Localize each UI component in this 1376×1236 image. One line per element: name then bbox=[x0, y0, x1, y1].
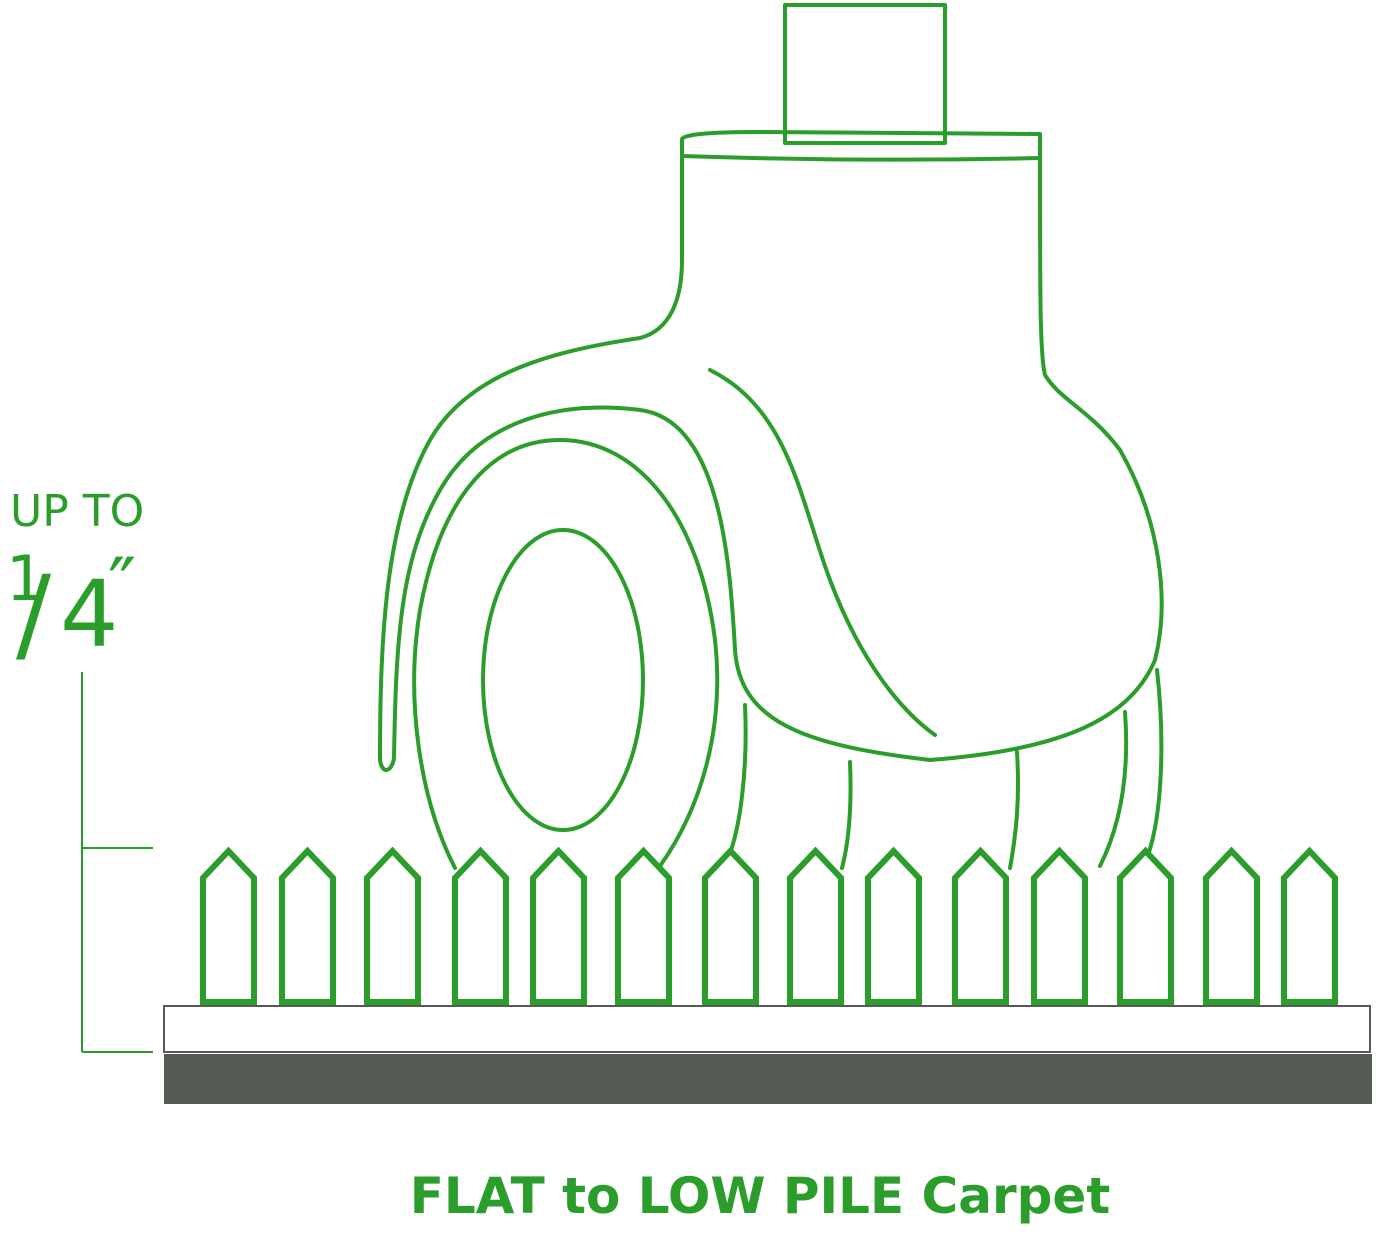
carpet-fiber bbox=[787, 846, 844, 1005]
carpet-pile bbox=[200, 846, 1338, 1005]
carpet-fiber bbox=[200, 846, 257, 1005]
carpet-fiber bbox=[279, 846, 336, 1005]
carpet-fiber bbox=[702, 846, 759, 1005]
carpet-fiber bbox=[615, 846, 672, 1005]
caster-leg-line bbox=[1098, 710, 1129, 868]
carpet-backing bbox=[164, 1054, 1372, 1104]
label-up-to: UP TO bbox=[10, 486, 144, 537]
carpet-fiber bbox=[865, 846, 922, 1005]
caption: FLAT to LOW PILE Carpet bbox=[410, 1167, 1111, 1225]
caster-housing bbox=[378, 148, 1164, 772]
label-numerator: 1 bbox=[6, 542, 45, 615]
carpet-fiber bbox=[1031, 846, 1088, 1005]
caster-top-plate bbox=[680, 130, 1042, 162]
carpet-fiber bbox=[1203, 846, 1260, 1005]
carpet-fiber bbox=[952, 846, 1009, 1005]
caster-wheel-outer bbox=[412, 438, 720, 870]
label-inch-mark: ″ bbox=[108, 541, 136, 630]
caster-leg-line bbox=[1146, 668, 1164, 857]
caster-wheel-hub bbox=[481, 528, 645, 832]
label-denominator: 4 bbox=[60, 561, 119, 668]
caster-wheel-icon bbox=[378, 3, 1164, 870]
caster-leg-line bbox=[726, 703, 748, 860]
dimension-bracket bbox=[81, 672, 153, 1053]
carpet-fiber bbox=[1117, 846, 1174, 1005]
caster-inner-contour bbox=[708, 368, 937, 737]
carpet-fiber bbox=[364, 846, 421, 1005]
carpet-fiber bbox=[1281, 846, 1338, 1005]
caster-leg-line bbox=[840, 760, 853, 870]
caster-stem bbox=[783, 3, 947, 145]
caster-leg-line bbox=[1008, 750, 1020, 870]
label-slash: / bbox=[16, 553, 52, 675]
carpet-base bbox=[163, 1005, 1371, 1053]
carpet-fiber bbox=[452, 846, 509, 1005]
carpet-fiber bbox=[530, 846, 587, 1005]
